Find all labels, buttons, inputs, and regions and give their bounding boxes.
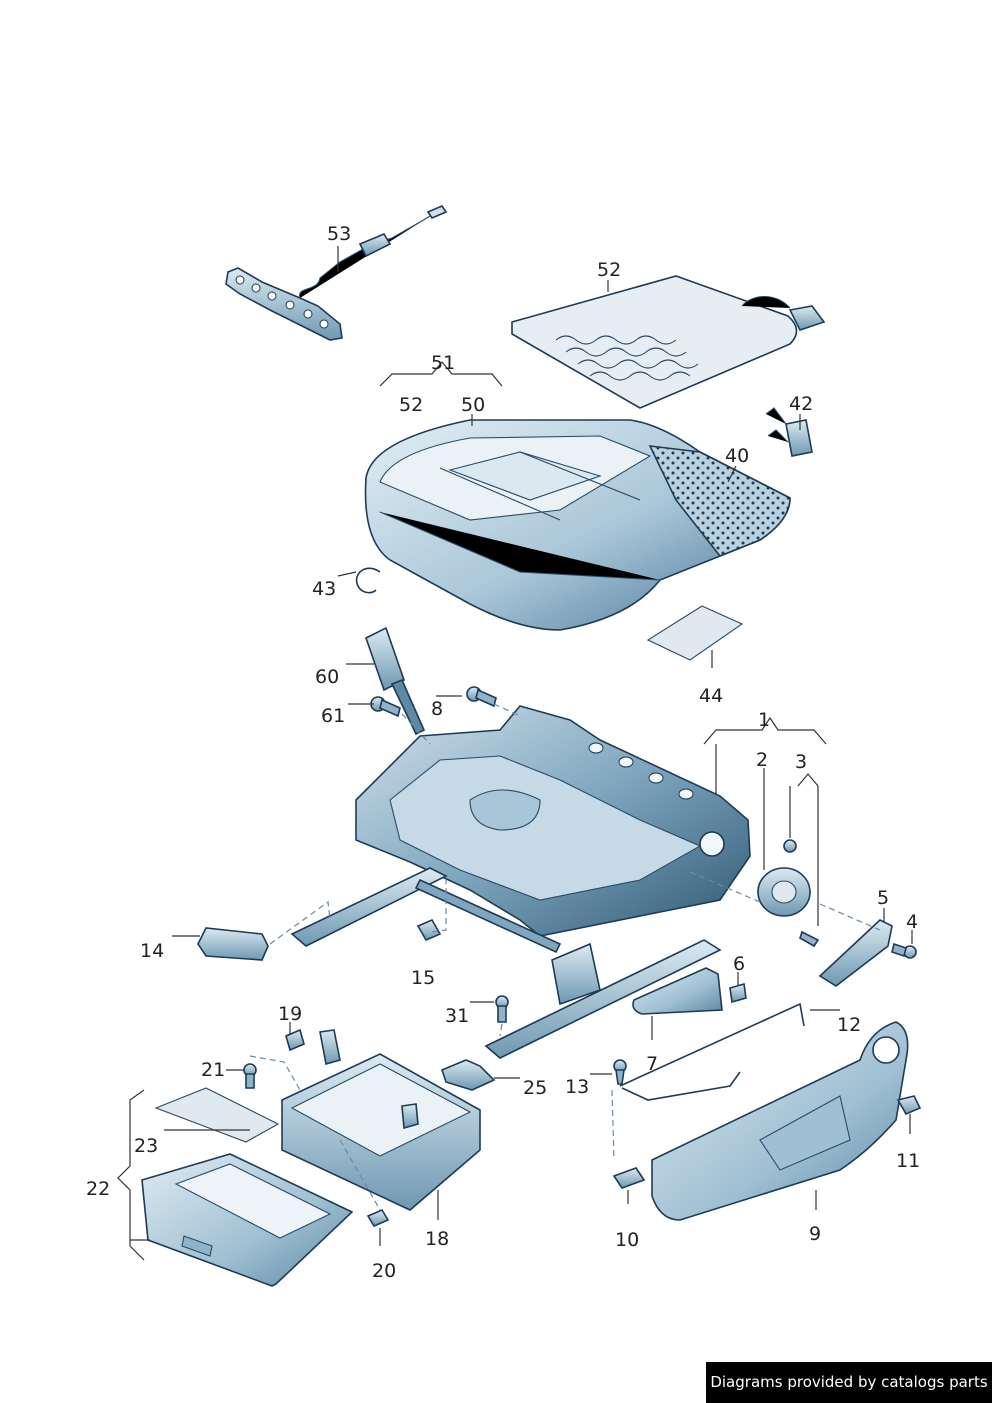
label-10: 10	[615, 1229, 639, 1251]
clip-15	[416, 918, 442, 942]
label-60: 60	[315, 666, 339, 688]
label-2: 2	[756, 749, 768, 771]
label-51: 51	[431, 352, 455, 374]
seat-frame-1	[290, 705, 751, 1059]
label-18: 18	[425, 1228, 449, 1250]
side-trim-9	[651, 1021, 909, 1221]
bolt-19	[285, 1028, 305, 1052]
lever-5	[818, 919, 893, 987]
label-6: 6	[733, 953, 745, 975]
clip-20	[366, 1208, 390, 1228]
adjuster-2	[757, 839, 820, 948]
cover-14	[197, 927, 269, 961]
label-13: 13	[565, 1076, 589, 1098]
bolt-61	[370, 696, 401, 718]
part-labels: 53 52 51 52 50 42 40 43 44 60 61 8 1 2 3…	[86, 223, 920, 1282]
label-11: 11	[896, 1150, 920, 1172]
label-15: 15	[411, 967, 435, 989]
label-40: 40	[725, 445, 749, 467]
label-23: 23	[134, 1135, 158, 1157]
label-44: 44	[699, 685, 723, 707]
pad-23	[154, 1087, 280, 1143]
seat-cushion-50	[364, 419, 791, 631]
label-42: 42	[789, 393, 813, 415]
label-61: 61	[321, 705, 345, 727]
bolt-8	[466, 686, 497, 708]
label-50: 50	[461, 394, 485, 416]
credit-banner: Diagrams provided by catalogs parts	[706, 1362, 992, 1403]
handle-7	[632, 967, 723, 1015]
label-7: 7	[646, 1053, 658, 1075]
clip-6	[729, 982, 747, 1004]
bolt-4	[891, 942, 917, 959]
label-8: 8	[431, 698, 443, 720]
label-52: 52	[399, 394, 423, 416]
heating-element-53	[225, 205, 448, 341]
label-19: 19	[278, 1003, 302, 1025]
label-3: 3	[795, 751, 807, 773]
label-1: 1	[758, 709, 770, 731]
bolt-31	[495, 995, 509, 1023]
leader-lines	[117, 246, 913, 1261]
label-53: 53	[327, 223, 351, 245]
rod-12	[619, 1002, 805, 1101]
bolt-21	[243, 1063, 257, 1089]
label-14: 14	[140, 940, 164, 962]
label-43: 43	[312, 578, 336, 600]
label-21: 21	[201, 1059, 225, 1081]
label-4: 4	[906, 911, 918, 933]
connector-42	[765, 407, 813, 457]
clamp-25	[441, 1059, 496, 1091]
label-52-mat: 52	[597, 259, 621, 281]
label-5: 5	[877, 887, 889, 909]
label-12: 12	[837, 1014, 861, 1036]
belt-buckle-60	[365, 626, 426, 736]
screw-13	[613, 1059, 627, 1085]
pad-44	[646, 605, 744, 661]
clip-10	[612, 1167, 646, 1189]
label-9: 9	[809, 1223, 821, 1245]
label-20: 20	[372, 1260, 396, 1282]
drawer-22	[141, 1153, 354, 1287]
label-22: 22	[86, 1178, 110, 1200]
dashed-guides	[249, 703, 881, 1211]
label-25: 25	[523, 1077, 547, 1099]
clip-ring-43	[355, 567, 381, 594]
housing-18	[281, 1029, 481, 1211]
clip-11	[896, 1095, 922, 1116]
label-31: 31	[445, 1005, 469, 1027]
heating-mat-52	[511, 275, 826, 409]
